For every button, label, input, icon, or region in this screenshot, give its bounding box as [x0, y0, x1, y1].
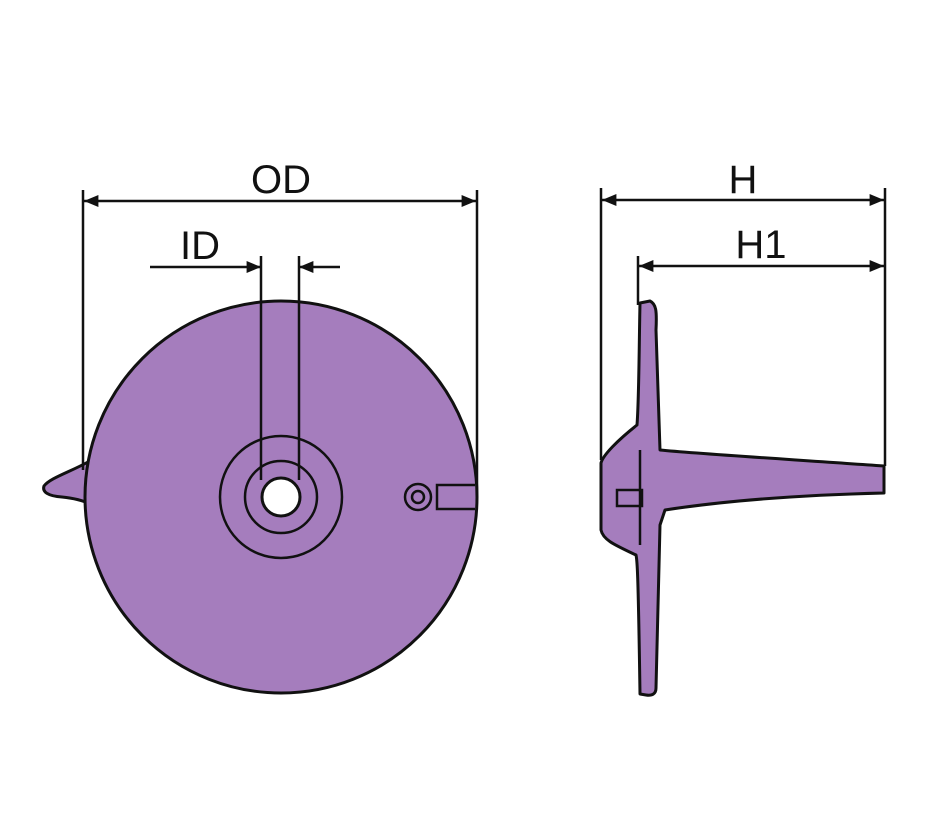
od-dimension: OD	[81, 158, 479, 497]
edge-slot	[435, 483, 475, 511]
side-slot	[615, 488, 644, 508]
side-profile	[599, 299, 886, 697]
id-dimension: ID	[150, 224, 340, 480]
side-view	[599, 299, 886, 697]
hub-inner-ring	[243, 459, 319, 535]
h-label: H	[729, 158, 758, 202]
bolt-ring	[403, 482, 433, 512]
bolt-hole	[410, 489, 426, 505]
h1-label: H1	[735, 223, 786, 267]
h-dimension: H	[599, 158, 887, 466]
center-hole	[260, 476, 302, 518]
h1-dimension: H1	[636, 223, 884, 305]
front-tab	[42, 460, 92, 506]
id-label: ID	[180, 224, 220, 268]
od-label: OD	[251, 158, 311, 202]
hub-outer-ring	[218, 434, 344, 560]
